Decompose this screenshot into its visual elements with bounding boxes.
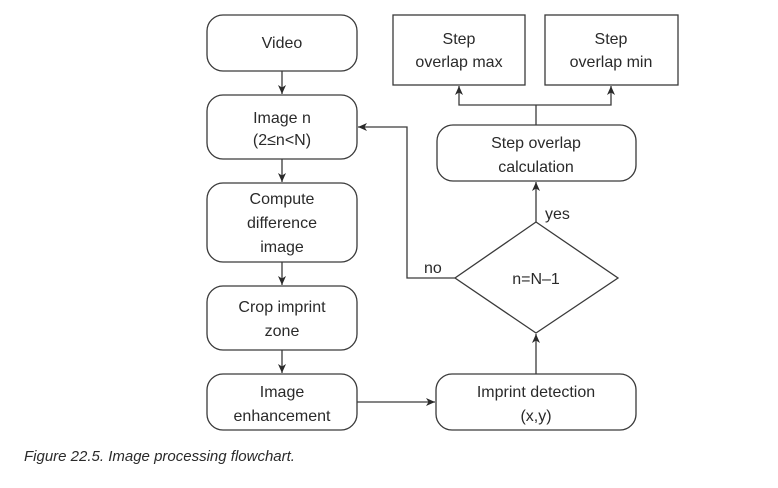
node-image-n-line1: Image n (253, 110, 311, 127)
node-step-overlap-max-line2: overlap max (415, 54, 502, 71)
node-crop-imprint-line1: Crop imprint (238, 299, 326, 316)
node-image-enhancement: Image enhancement (206, 373, 358, 431)
node-compute-difference-line3: image (260, 239, 304, 256)
node-step-overlap-min: Step overlap min (544, 14, 679, 86)
node-imprint-detection-line2: (x,y) (520, 408, 551, 425)
node-imprint-detection-line1: Imprint detection (477, 384, 595, 401)
node-step-overlap-min-line1: Step (595, 31, 628, 48)
node-crop-imprint-zone: Crop imprint zone (206, 285, 358, 351)
node-image-enhancement-line1: Image (260, 384, 305, 401)
node-imprint-detection: Imprint detection (x,y) (435, 373, 637, 431)
node-step-overlap-calc-line1: Step overlap (491, 135, 581, 152)
node-compute-difference-line2: difference (247, 215, 317, 232)
node-decision: n=N–1 (453, 221, 620, 334)
edge-decision-no (358, 123, 455, 279)
edge-calc-to-min (536, 86, 615, 106)
node-step-overlap-max: Step overlap max (392, 14, 526, 86)
node-image-n: Image n (2≤n<N) (206, 94, 358, 160)
edge-label-yes: yes (545, 206, 570, 223)
node-step-overlap-min-line2: overlap min (570, 54, 653, 71)
node-image-n-line2: (2≤n<N) (253, 132, 311, 149)
edge-calc-to-max (455, 86, 536, 106)
node-video: Video (206, 14, 358, 72)
node-compute-difference: Compute difference image (206, 182, 358, 263)
node-crop-imprint-line2: zone (265, 323, 300, 340)
figure-caption: Figure 22.5. Image processing flowchart. (24, 448, 295, 465)
node-video-label: Video (262, 35, 303, 52)
node-compute-difference-line1: Compute (250, 191, 315, 208)
node-step-overlap-calc-line2: calculation (498, 159, 574, 176)
edge-label-no: no (424, 260, 442, 277)
node-step-overlap-max-line1: Step (443, 31, 476, 48)
node-step-overlap-calculation: Step overlap calculation (436, 124, 637, 182)
node-decision-label: n=N–1 (512, 271, 560, 288)
node-image-enhancement-line2: enhancement (234, 408, 332, 425)
